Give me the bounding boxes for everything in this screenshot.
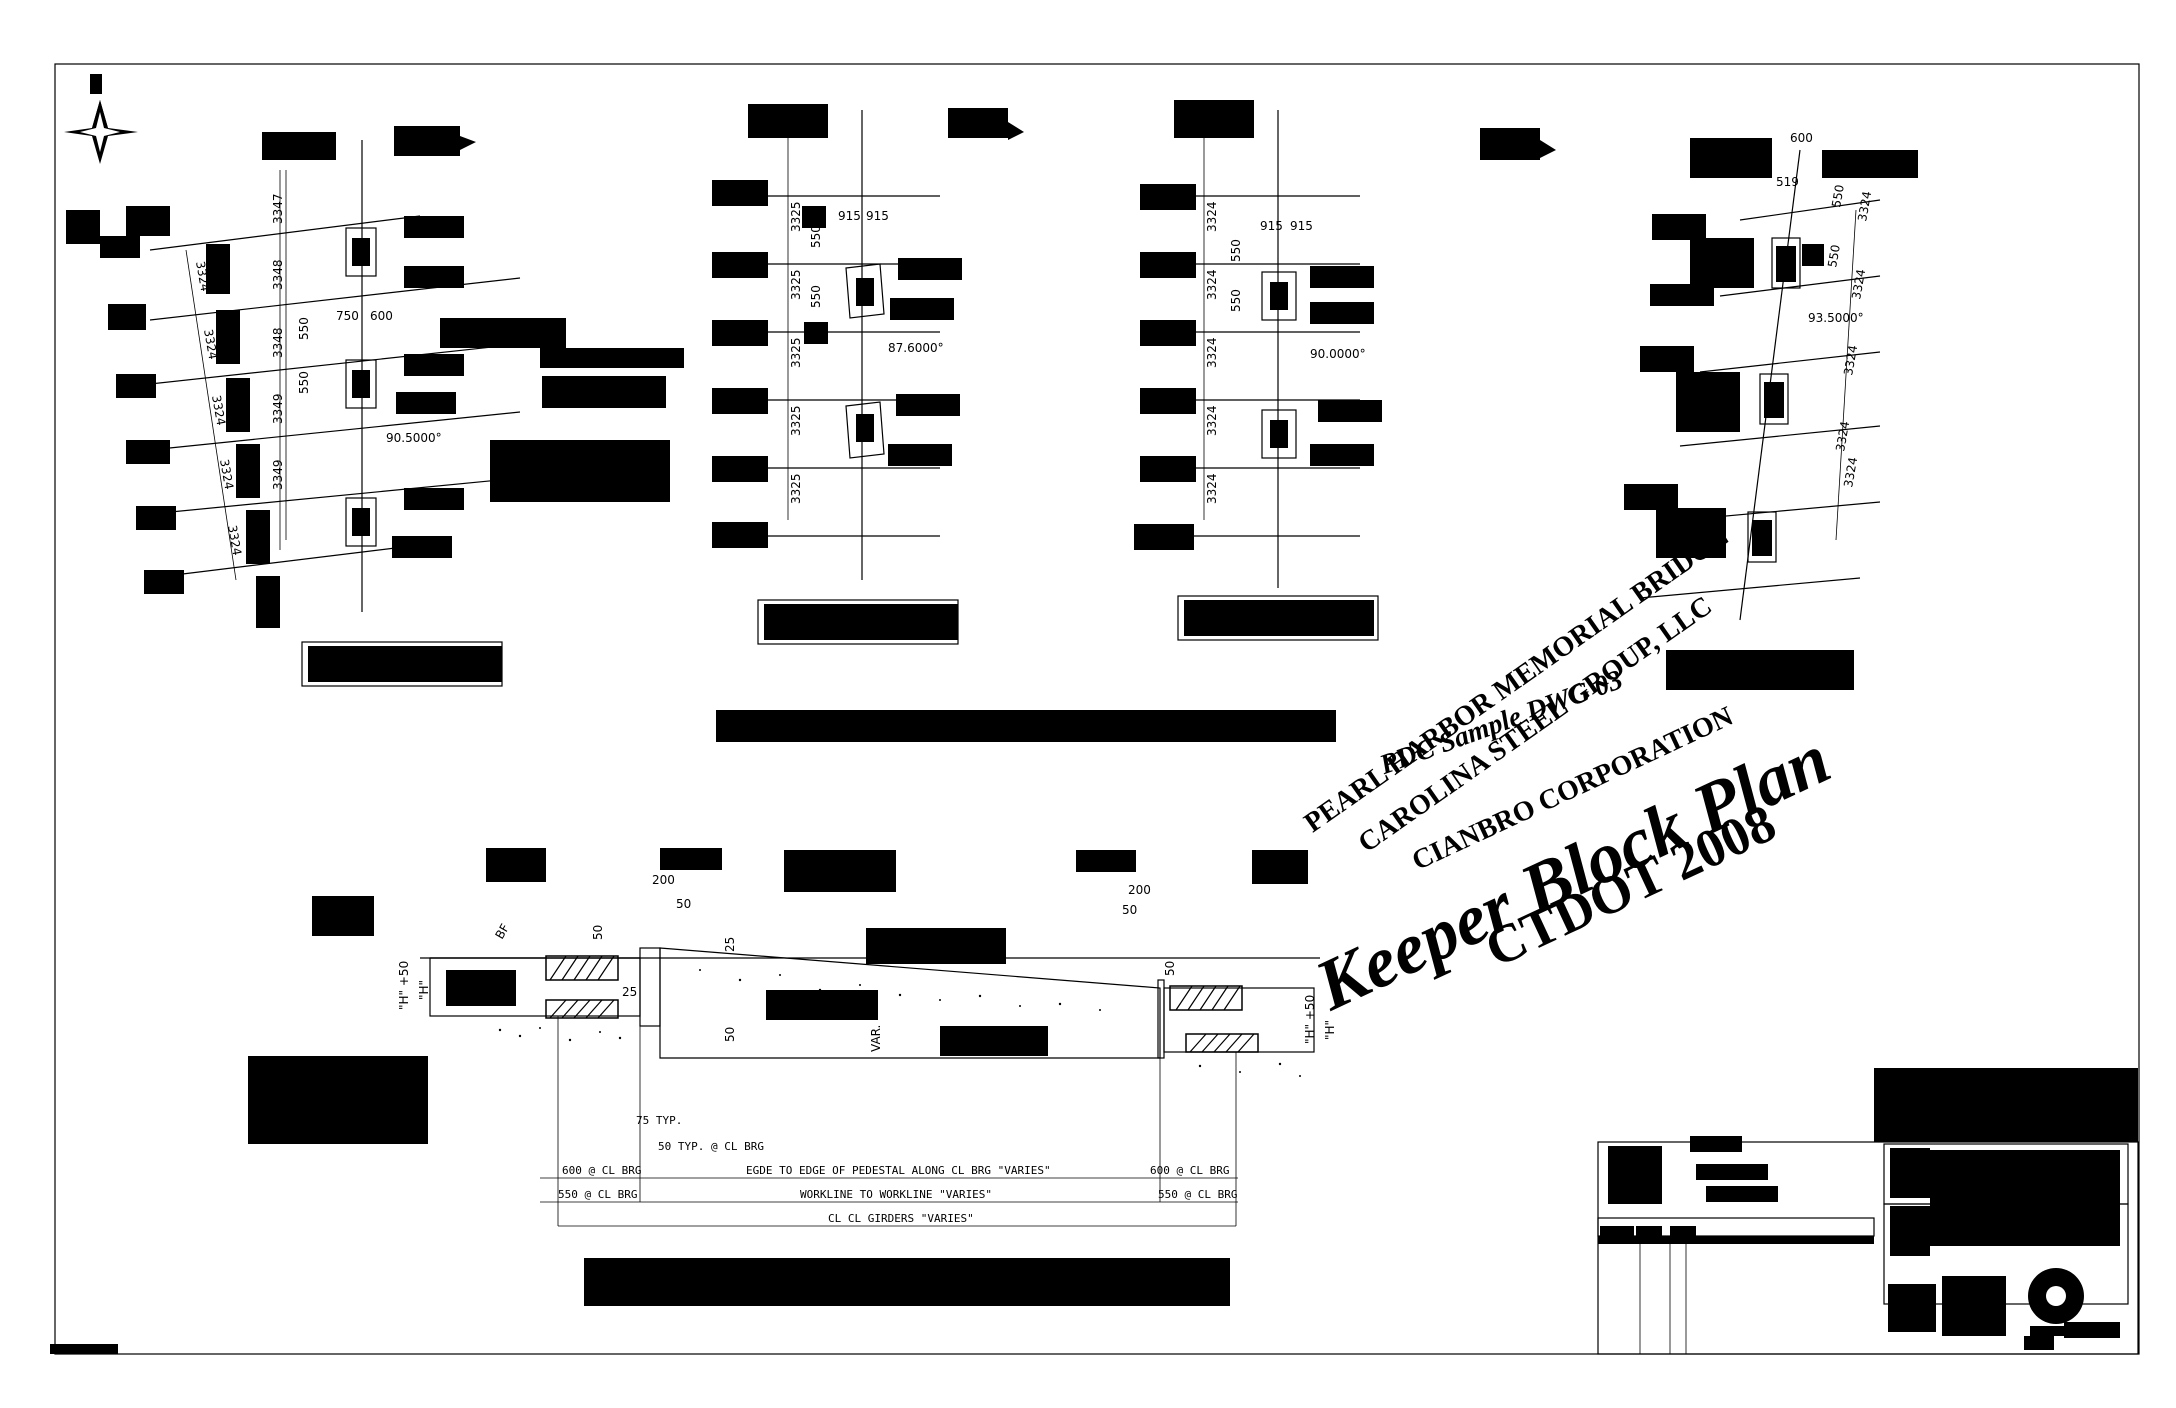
angle-text: 93.5000°: [1808, 311, 1864, 325]
dim-text: 50: [591, 925, 605, 940]
dim-text: 3324: [1833, 420, 1852, 453]
dim-text: 915: [838, 209, 861, 223]
dim-text: 550: [1829, 184, 1847, 209]
dim-text: 3324: [1841, 456, 1860, 489]
dim-text: 3349: [271, 459, 285, 490]
dim-text: 3348: [271, 259, 285, 290]
dim-text: 915: [1290, 219, 1313, 233]
dim-text: 3324: [1849, 268, 1868, 301]
dim-text: 3325: [789, 269, 803, 300]
plan-view-2: 3325 3325 3325 3325 3325 915 915 550 550…: [712, 104, 1024, 645]
dim-text: "H" +50: [397, 961, 411, 1010]
dim-text: 50: [676, 897, 691, 911]
dim-text: CL CL GIRDERS "VARIES": [828, 1212, 974, 1225]
dim-text: 3324: [1205, 269, 1219, 300]
dim-text: 3324: [1205, 473, 1219, 504]
title-block: [1597, 1068, 2139, 1355]
dim-text: 550 @ CL BRG: [558, 1188, 637, 1201]
dim-text: 3324: [1205, 201, 1219, 232]
plan-view-1: 3347 3348 3348 3349 3349 3324 3324 3324 …: [66, 126, 684, 687]
dim-text: 3324: [1205, 337, 1219, 368]
dim-text: "H": [417, 980, 431, 1000]
dim-text: 550: [809, 225, 823, 248]
dim-text: 3324: [201, 328, 220, 361]
plan-view-4: 600 519 550 550 3324 3324 3324 3324 3324…: [1624, 131, 1918, 690]
dim-text: 3349: [271, 393, 285, 424]
dim-text: 550 @ CL BRG: [1158, 1188, 1237, 1201]
dim-text: 600: [370, 309, 393, 323]
dim-text: 3324: [1855, 190, 1874, 223]
angle-text: 90.5000°: [386, 431, 442, 445]
dim-text: 3325: [789, 337, 803, 368]
dim-text: 50: [723, 1027, 737, 1042]
north-arrow-icon: [64, 74, 138, 164]
dim-text: 600: [1790, 131, 1813, 145]
plan-view-3: 3324 3324 3324 3324 3324 915 915 550 550…: [1134, 100, 1556, 641]
dim-text: BF: [492, 921, 512, 941]
dim-text: 519: [1776, 175, 1799, 189]
dim-text: 200: [652, 873, 675, 887]
dim-text: 550: [809, 285, 823, 308]
dim-text: 200: [1128, 883, 1151, 897]
dim-text: 25: [723, 937, 737, 952]
dim-text: 3347: [271, 193, 285, 224]
dim-text: 550: [1229, 289, 1243, 312]
dim-text: "H": [1323, 1020, 1337, 1040]
dim-text: 3325: [789, 405, 803, 436]
dim-text: 3324: [217, 458, 236, 491]
angle-text: 90.0000°: [1310, 347, 1366, 361]
dim-text: 75 TYP.: [636, 1114, 682, 1127]
dim-text: 3324: [1841, 344, 1860, 377]
dim-text: 550: [297, 317, 311, 340]
dim-text: 3348: [271, 327, 285, 358]
dim-text: 50: [1122, 903, 1137, 917]
dim-text: 3324: [1205, 405, 1219, 436]
dim-text: EGDE TO EDGE OF PEDESTAL ALONG CL BRG "V…: [746, 1164, 1051, 1177]
dim-text: 3325: [789, 473, 803, 504]
angle-text: 87.6000°: [888, 341, 944, 355]
dim-text: 550: [1229, 239, 1243, 262]
dim-text: WORKLINE TO WORKLINE "VARIES": [800, 1188, 992, 1201]
dim-text: 600 @ CL BRG: [1150, 1164, 1229, 1177]
dim-text: 3324: [209, 394, 228, 427]
dim-text: 550: [297, 371, 311, 394]
section-view: 600 @ CL BRG EGDE TO EDGE OF PEDESTAL AL…: [248, 848, 1337, 1306]
dim-text: 750: [336, 309, 359, 323]
dim-text: 3324: [225, 524, 244, 557]
sheet-border: [54, 63, 2140, 1355]
dim-text: 50: [1163, 961, 1177, 976]
dim-text: 915: [1260, 219, 1283, 233]
dim-text: "H" +50: [1303, 995, 1317, 1044]
dim-text: VAR.: [869, 1025, 883, 1052]
dim-text: 550: [1825, 244, 1843, 269]
dim-text: 50 TYP. @ CL BRG: [658, 1140, 764, 1153]
dim-text: 25: [622, 985, 637, 999]
dim-text: 915: [866, 209, 889, 223]
dim-text: 3325: [789, 201, 803, 232]
plans-title-redacted: [716, 710, 1336, 742]
dim-text: 600 @ CL BRG: [562, 1164, 641, 1177]
